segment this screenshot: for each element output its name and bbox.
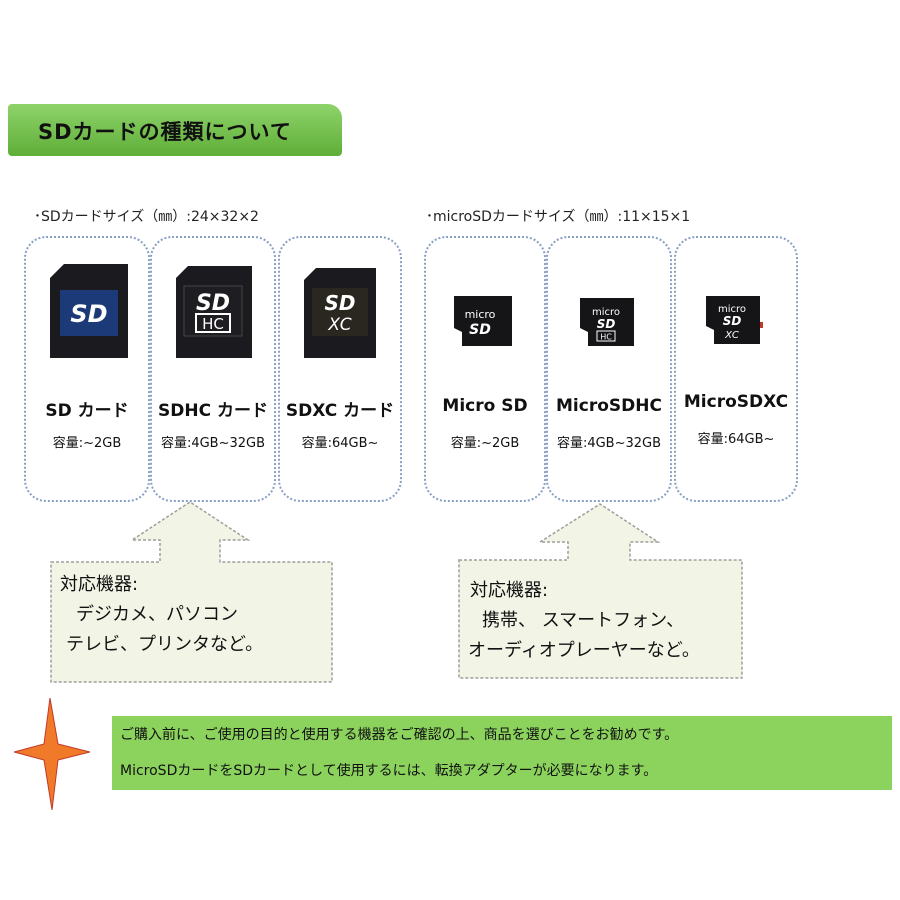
card-microsdxc: micro SD XC MicroSDXC 容量:64GB~ bbox=[674, 236, 798, 502]
card-capacity: 容量:64GB~ bbox=[697, 432, 775, 447]
svg-text:SD: SD bbox=[723, 314, 742, 328]
star-icon bbox=[14, 698, 90, 810]
callout-line: テレビ、プリンタなど。 bbox=[66, 634, 264, 655]
card-name: SDHC カード bbox=[158, 401, 268, 421]
microsdxc-card-icon: micro SD XC bbox=[706, 296, 763, 344]
microsd-card-icon: micro SD bbox=[454, 296, 512, 346]
sdxc-card-icon: SD XC bbox=[304, 268, 376, 358]
card-name: MicroSDHC bbox=[556, 396, 662, 416]
sd-card-icon: SD bbox=[50, 264, 128, 358]
devices-callout-microsd bbox=[458, 503, 743, 679]
card-sdxc: SD XC SDXC カード 容量:64GB~ bbox=[278, 236, 402, 502]
sdhc-card-icon: SD HC bbox=[176, 266, 252, 358]
notice-line-1: ご購入前に、ご使用の目的と使用する機器をご確認の上、商品を選びことをお勧めです。 bbox=[120, 727, 679, 743]
callout-line: 携帯、 スマートフォン、 bbox=[482, 610, 685, 631]
card-sd: SD SD カード 容量:~2GB bbox=[24, 236, 150, 502]
microsdhc-card-icon: micro SD HC bbox=[580, 298, 634, 346]
card-capacity: 容量:4GB~32GB bbox=[556, 436, 662, 451]
sd-size-label: ･SDカードサイズ（㎜）:24×32×2 bbox=[34, 209, 259, 225]
svg-text:HC: HC bbox=[600, 333, 612, 342]
devices-callout-sd bbox=[50, 501, 333, 683]
svg-text:HC: HC bbox=[202, 315, 224, 333]
svg-text:SD: SD bbox=[70, 300, 107, 328]
notice-line-2: MicroSDカードをSDカードとして使用するには、転換アダプターが必要になりま… bbox=[120, 763, 658, 779]
title-banner bbox=[8, 104, 342, 156]
card-name: Micro SD bbox=[442, 396, 528, 416]
card-capacity: 容量:64GB~ bbox=[301, 436, 379, 451]
card-name: MicroSDXC bbox=[683, 392, 789, 412]
callout-heading: 対応機器: bbox=[60, 574, 139, 595]
card-capacity: 容量:~2GB bbox=[450, 436, 520, 451]
card-name: SDXC カード bbox=[285, 401, 395, 421]
svg-text:SD: SD bbox=[324, 291, 355, 315]
svg-text:SD: SD bbox=[597, 317, 616, 331]
microsd-size-label: ･microSDカードサイズ（㎜）:11×15×1 bbox=[426, 209, 691, 225]
card-microsdhc: micro SD HC MicroSDHC 容量:4GB~32GB bbox=[546, 236, 672, 502]
svg-text:micro: micro bbox=[592, 307, 620, 318]
callout-heading: 対応機器: bbox=[470, 580, 549, 601]
svg-text:XC: XC bbox=[327, 315, 351, 335]
callout-line: オーディオプレーヤーなど。 bbox=[468, 640, 700, 661]
notice-box: ご購入前に、ご使用の目的と使用する機器をご確認の上、商品を選びことをお勧めです。… bbox=[112, 716, 892, 790]
svg-text:micro: micro bbox=[465, 308, 496, 321]
svg-text:micro: micro bbox=[718, 304, 746, 315]
svg-text:SD: SD bbox=[469, 322, 491, 338]
svg-text:XC: XC bbox=[724, 330, 739, 341]
svg-text:SD: SD bbox=[196, 291, 230, 316]
card-capacity: 容量:4GB~32GB bbox=[160, 436, 266, 451]
page-title: SDカードの種類について bbox=[38, 120, 292, 144]
card-sdhc: SD HC SDHC カード 容量:4GB~32GB bbox=[150, 236, 276, 502]
card-capacity: 容量:~2GB bbox=[52, 436, 122, 451]
callout-line: デジカメ、パソコン bbox=[76, 604, 238, 625]
card-name: SD カード bbox=[45, 401, 129, 421]
card-microsd: micro SD Micro SD 容量:~2GB bbox=[424, 236, 546, 502]
